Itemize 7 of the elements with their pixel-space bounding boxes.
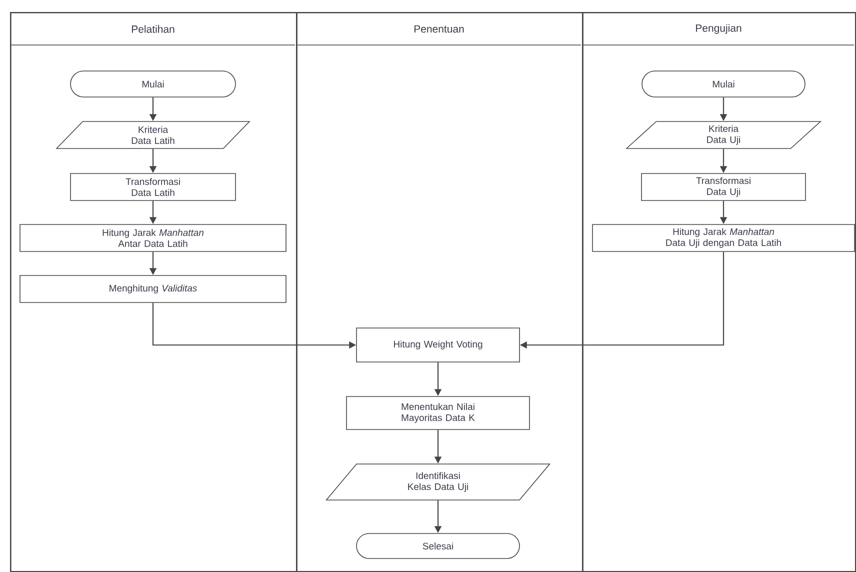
process-box: Transformasi Data Latih (70, 173, 236, 201)
process-box: Hitung Jarak Manhattan Data Uji dengan Data Latih (592, 224, 855, 252)
process-box: Menghitung Validitas (20, 275, 286, 303)
process-box: Hitung Weight Voting (356, 328, 520, 362)
process-box: Transformasi Data Uji (641, 173, 806, 201)
process-box: Hitung Jarak Manhattan Antar Data Latih (20, 224, 286, 252)
process-box: Menentukan Nilai Mayoritas Data K (346, 396, 530, 430)
